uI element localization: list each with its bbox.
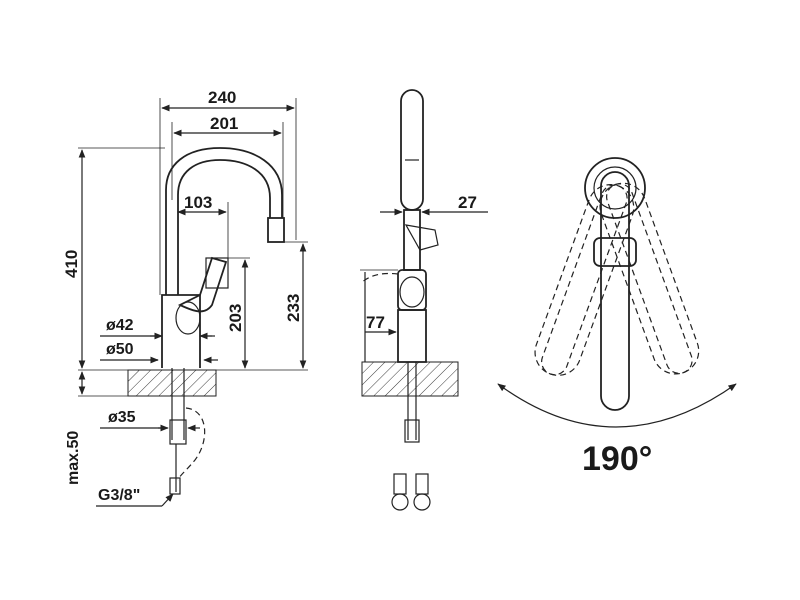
dim-240-label: 240 xyxy=(208,88,236,107)
dim-77-label: 77 xyxy=(366,313,385,332)
dim-27-label: 27 xyxy=(458,193,477,212)
side-hose-fittings xyxy=(391,473,431,511)
dim-233-label: 233 xyxy=(284,294,303,322)
top-view: 190° xyxy=(497,157,737,478)
top-spout xyxy=(600,171,630,411)
swivel-angle-arc xyxy=(497,383,737,428)
front-faucet-body xyxy=(161,147,285,368)
thread-label: G3/8" xyxy=(98,487,140,504)
front-view: 240 201 103 410 203 233 ø42 ø5 xyxy=(62,88,308,507)
side-countertop xyxy=(361,361,459,397)
front-supply-hoses xyxy=(169,368,206,495)
swivel-angle-label: 190° xyxy=(582,440,652,478)
side-view: 27 77 xyxy=(360,89,488,511)
dim-dia-35-label: ø35 xyxy=(108,409,136,426)
dim-203-label: 203 xyxy=(226,304,245,332)
dim-max-50-label: max.50 xyxy=(65,431,82,485)
side-faucet-body xyxy=(361,89,439,443)
top-base-circle xyxy=(584,157,646,219)
dim-103-label: 103 xyxy=(184,193,212,212)
dim-410-label: 410 xyxy=(62,250,81,278)
dim-dia-50-label: ø50 xyxy=(106,341,134,358)
swivel-dashed-right xyxy=(599,182,700,375)
swivel-dashed-left xyxy=(534,183,635,376)
dim-201-label: 201 xyxy=(210,114,238,133)
dim-dia-42-label: ø42 xyxy=(106,317,134,334)
